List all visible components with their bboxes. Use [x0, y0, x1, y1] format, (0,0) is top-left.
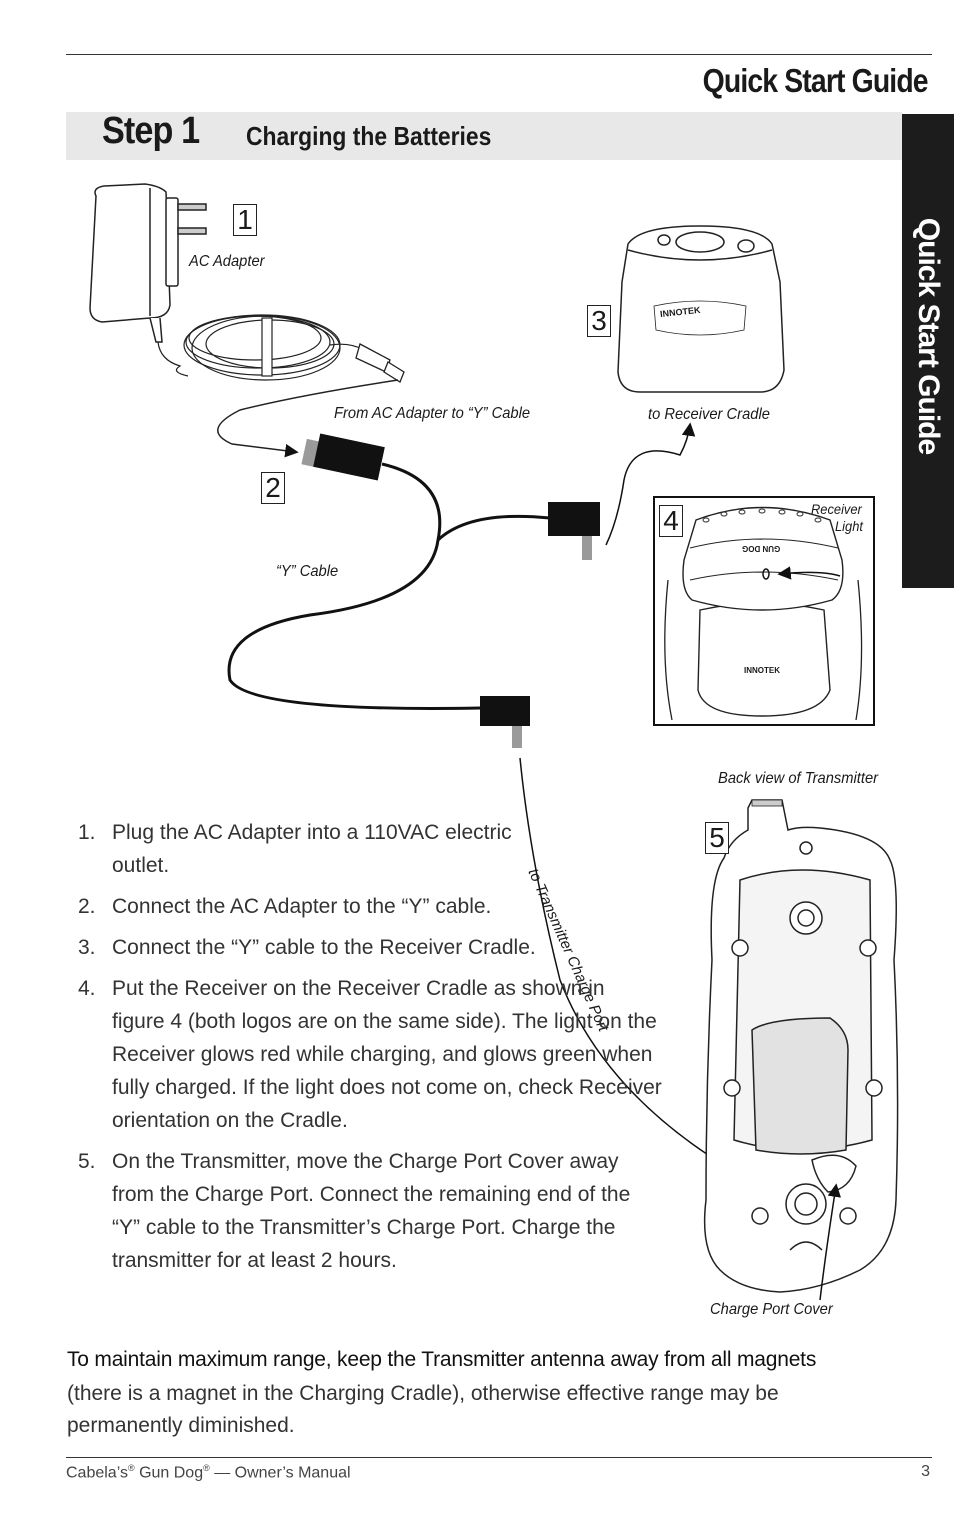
- instruction-item: 4.Put the Receiver on the Receiver Cradl…: [78, 977, 662, 1132]
- receiver-on-cradle: [653, 496, 875, 726]
- ac-adapter: [89, 183, 207, 343]
- charging-diagram: [89, 183, 899, 1301]
- step-number: Step 1: [102, 110, 200, 152]
- callout-4: 4: [659, 505, 683, 537]
- y-cable-connector: [301, 433, 385, 481]
- plug-to-cradle: [548, 502, 600, 560]
- top-rule: [66, 54, 932, 55]
- gun-dog-logo: GUN DOG: [742, 544, 781, 553]
- label-charge-port-cover: Charge Port Cover: [710, 1301, 833, 1318]
- step-title: Charging the Batteries: [246, 121, 492, 151]
- receiver-cradle: [617, 225, 785, 393]
- label-to-receiver-cradle: to Receiver Cradle: [648, 406, 770, 423]
- warning-headline: To maintain maximum range, keep the Tran…: [67, 1348, 817, 1371]
- instruction-item: 3.Connect the “Y” cable to the Receiver …: [78, 936, 536, 959]
- label-back-view: Back view of Transmitter: [718, 770, 879, 787]
- label-y-cable: “Y” Cable: [276, 563, 339, 580]
- callout-2: 2: [261, 472, 285, 504]
- warning-body: (there is a magnet in the Charging Cradl…: [67, 1382, 779, 1437]
- instruction-item: 5.On the Transmitter, move the Charge Po…: [78, 1150, 631, 1272]
- instruction-list: 1.Plug the AC Adapter into a 110VAC elec…: [76, 816, 666, 1285]
- footer: Cabela’s® Gun Dog® — Owner’s Manual: [66, 1463, 351, 1482]
- callout-5: 5: [705, 822, 729, 854]
- side-tab: Quick Start Guide: [902, 114, 954, 588]
- label-from-ac: From AC Adapter to “Y” Cable: [334, 405, 531, 422]
- instruction-item: 1.Plug the AC Adapter into a 110VAC elec…: [78, 821, 512, 877]
- page-title: Quick Start Guide: [702, 62, 929, 99]
- y-cable: [227, 462, 551, 710]
- label-ac-adapter: AC Adapter: [189, 253, 265, 270]
- step-band: [66, 112, 902, 160]
- label-receiver: Receiver: [811, 501, 862, 517]
- instruction-item: 2.Connect the AC Adapter to the “Y” cabl…: [78, 895, 492, 918]
- bottom-rule: [66, 1457, 932, 1458]
- label-light: Light: [835, 518, 863, 534]
- transmitter-back: [703, 799, 899, 1293]
- callout-3: 3: [587, 305, 611, 337]
- page-number: 3: [921, 1463, 930, 1480]
- callout-1: 1: [233, 204, 257, 236]
- innotek-logo-receiver: INNOTEK: [744, 666, 780, 675]
- plug-to-transmitter: [480, 696, 530, 748]
- barrel-plug: [355, 343, 405, 383]
- coiled-cord: [157, 314, 365, 381]
